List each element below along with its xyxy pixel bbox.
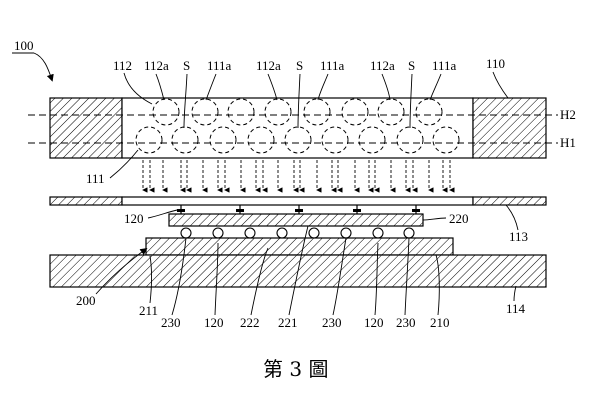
label-221: 221 <box>278 315 298 330</box>
upper-row-circles <box>152 98 443 126</box>
leader-112 <box>123 72 153 105</box>
substrate-210 <box>145 237 454 256</box>
leader-112a-2 <box>267 73 278 101</box>
mask-113 <box>49 196 547 206</box>
circle <box>227 98 255 126</box>
label-111a-3: 111a <box>432 58 457 73</box>
circle <box>209 126 237 154</box>
lower-row-circles <box>135 126 460 154</box>
leader-230-3 <box>404 237 410 316</box>
pins-120 <box>177 205 420 214</box>
circle <box>321 126 349 154</box>
label-114: 114 <box>506 301 526 316</box>
leader-111a-2 <box>317 73 329 101</box>
leader-211 <box>149 255 152 304</box>
label-110: 110 <box>486 56 505 71</box>
leader-100 <box>33 52 54 82</box>
leader-120-b1 <box>214 242 219 316</box>
carrier-left-block <box>49 97 123 159</box>
label-h2: H2 <box>560 107 576 122</box>
label-230-1: 230 <box>161 315 181 330</box>
leader-114 <box>513 285 517 302</box>
chip-220 <box>168 213 424 227</box>
label-220: 220 <box>449 211 469 226</box>
label-230-3: 230 <box>396 315 416 330</box>
leader-120-b2 <box>374 242 379 316</box>
label-230-2: 230 <box>322 315 342 330</box>
circle <box>358 126 386 154</box>
circle-s <box>284 126 312 154</box>
carrier-right-block <box>472 97 547 159</box>
label-s-3: S <box>408 58 415 73</box>
label-222: 222 <box>240 315 260 330</box>
circle-111a <box>415 98 443 126</box>
circle-111 <box>135 126 163 154</box>
leader-230-2 <box>332 237 347 316</box>
leader-111a-1 <box>205 73 217 101</box>
circle-112a <box>377 98 405 126</box>
leader-112a-3 <box>381 73 391 101</box>
carrier-middle <box>121 97 474 159</box>
mask-left <box>49 196 123 206</box>
leader-110 <box>492 71 509 99</box>
circle <box>247 126 275 154</box>
circle-112a <box>152 98 180 126</box>
label-120-b2: 120 <box>364 315 384 330</box>
label-112a-2: 112a <box>256 58 281 73</box>
energy-arrows <box>142 160 455 193</box>
label-111a-1: 111a <box>207 58 232 73</box>
label-113: 113 <box>509 229 528 244</box>
leader-112a-1 <box>155 73 165 101</box>
leader-230-1 <box>171 237 187 316</box>
label-120-top: 120 <box>124 211 144 226</box>
figure-caption: 第 3 圖 <box>263 357 328 381</box>
label-111: 111 <box>86 171 105 186</box>
label-211: 211 <box>139 303 158 318</box>
label-200: 200 <box>76 293 96 308</box>
circle <box>341 98 369 126</box>
leader-113 <box>505 204 519 231</box>
circle-111a <box>191 98 219 126</box>
leader-210 <box>435 254 440 316</box>
leader-222 <box>250 247 269 316</box>
leader-s-3 <box>409 73 413 129</box>
leader-120-top <box>147 209 178 219</box>
leader-200 <box>95 247 148 295</box>
leader-111a-3 <box>429 73 442 101</box>
circle-s <box>171 126 199 154</box>
mask-middle <box>121 196 474 206</box>
label-112a-3: 112a <box>370 58 395 73</box>
leader-221 <box>288 225 309 316</box>
label-112a-1: 112a <box>144 58 169 73</box>
leader-s-1 <box>183 73 188 129</box>
label-100: 100 <box>14 38 34 53</box>
leader-111 <box>109 149 139 179</box>
circle-111a <box>303 98 331 126</box>
leader-220 <box>422 217 447 221</box>
leader-s-2 <box>297 73 301 129</box>
label-112: 112 <box>113 58 132 73</box>
label-s-2: S <box>296 58 303 73</box>
mask-right <box>472 196 547 206</box>
circle <box>432 126 460 154</box>
label-s-1: S <box>183 58 190 73</box>
label-210: 210 <box>430 315 450 330</box>
circle-s <box>396 126 424 154</box>
label-120-b1: 120 <box>204 315 224 330</box>
label-111a-2: 111a <box>320 58 345 73</box>
label-h1: H1 <box>560 135 576 150</box>
circle-112a <box>264 98 292 126</box>
